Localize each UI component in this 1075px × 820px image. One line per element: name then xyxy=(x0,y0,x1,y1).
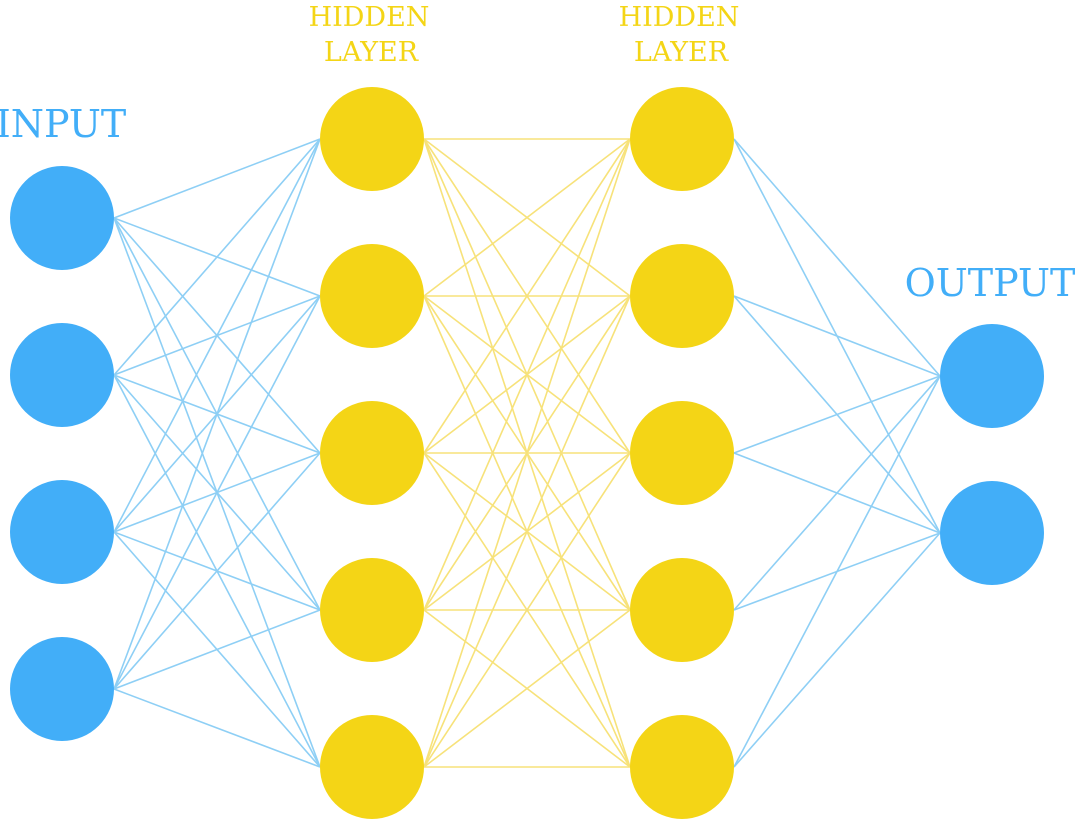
connection-line xyxy=(423,138,631,454)
connection-line xyxy=(113,688,321,768)
connection-line xyxy=(113,138,321,376)
connection-line xyxy=(423,609,631,768)
output-node xyxy=(940,324,1044,428)
hidden-layer-1-label-line1: HIDDEN xyxy=(309,2,430,33)
connection-line xyxy=(423,295,631,768)
output-node xyxy=(940,481,1044,585)
connection-line xyxy=(113,452,321,690)
connection-line xyxy=(113,295,321,690)
connection-line xyxy=(423,452,631,768)
hidden-layer-2-label-line2: LAYER xyxy=(634,37,729,68)
hidden-layer-1-node xyxy=(320,244,424,348)
connection-line xyxy=(113,138,321,690)
connection-line xyxy=(733,532,941,768)
input-node xyxy=(10,637,114,741)
connection-line xyxy=(733,375,941,768)
input-node xyxy=(10,166,114,270)
input-node xyxy=(10,323,114,427)
connection-line xyxy=(733,138,941,377)
hidden-layer-1-node xyxy=(320,401,424,505)
hidden-layer-1-node xyxy=(320,87,424,191)
hidden-layer-1-node xyxy=(320,558,424,662)
connection-line xyxy=(733,375,941,454)
output-label: OUTPUT xyxy=(905,261,1075,305)
hidden-layer-2-label-line1: HIDDEN xyxy=(619,2,740,33)
connection-line xyxy=(423,138,631,611)
connection-line xyxy=(423,138,631,768)
hidden-layer-2-node xyxy=(630,558,734,662)
nodes xyxy=(10,87,1044,819)
hidden-layer-2-node xyxy=(630,244,734,348)
hidden-layer-2-node xyxy=(630,87,734,191)
connection-line xyxy=(423,138,631,297)
hidden-layer-2-node xyxy=(630,401,734,505)
connection-line xyxy=(733,295,941,377)
connection-line xyxy=(113,609,321,690)
connections xyxy=(113,138,941,768)
hidden-layer-1-label-line2: LAYER xyxy=(324,37,419,68)
connection-line xyxy=(113,138,321,533)
connection-line xyxy=(733,375,941,611)
input-node xyxy=(10,480,114,584)
hidden-layer-1-node xyxy=(320,715,424,819)
hidden-layer-2-node xyxy=(630,715,734,819)
input-label: INPUT xyxy=(0,102,126,146)
connection-line xyxy=(113,138,321,219)
